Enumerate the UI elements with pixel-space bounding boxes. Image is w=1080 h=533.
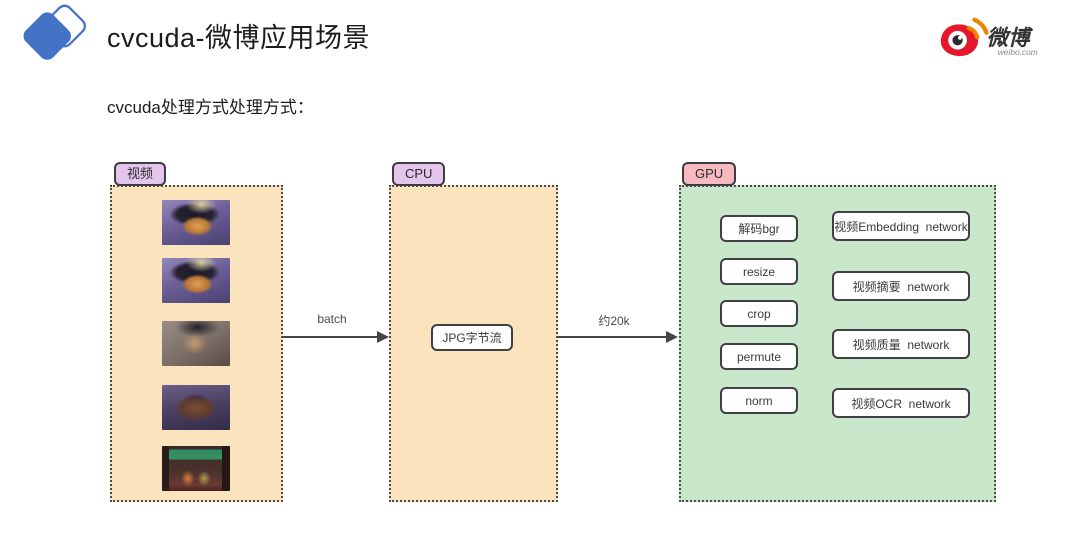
gpu-network-quality: 视频质量 network [832,329,970,359]
weibo-logo: 微博 weibo.com [940,17,1038,57]
gpu-op-permute: permute [720,343,798,370]
video-frame-thumbnail-5 [162,446,230,491]
gpu-network-summary: 视频摘要 network [832,271,970,301]
cpu-group-label: CPU [392,162,446,186]
arrow-shaft [558,336,669,338]
arrow-cpu-to-gpu [558,331,678,343]
double-diamond-logo-icon [23,4,86,60]
arrow-head-icon [377,331,389,343]
arrow-shaft [283,336,380,338]
gpu-op-norm: norm [720,387,798,414]
arrow-video-to-cpu [283,331,389,343]
weibo-brand-text: 微博 [987,26,1033,50]
arrow-label-20k: 约20k [598,314,630,328]
video-frame-thumbnail-4 [162,385,230,430]
weibo-domain-text: weibo.com [998,47,1038,57]
video-frame-thumbnail-3 [162,321,230,366]
video-group-label: 视频 [114,162,167,186]
gpu-op-resize: resize [720,258,798,285]
gpu-op-decode-bgr: 解码bgr [720,215,798,242]
subtitle: cvcuda处理方式处理方式： [107,98,314,117]
arrow-head-icon [666,331,678,343]
video-frame-thumbnail-2 [162,258,230,303]
weibo-eye-icon [940,17,989,57]
gpu-network-embedding: 视频Embedding network [832,211,970,241]
video-frame-thumbnail-1 [162,200,230,245]
gpu-op-crop: crop [720,300,798,327]
arrow-label-batch: batch [317,312,347,326]
page-title: cvcuda-微博应用场景 [107,23,371,53]
jpg-bytestream-node: JPG字节流 [431,324,513,351]
gpu-group-label: GPU [682,162,737,186]
gpu-network-ocr: 视频OCR network [832,388,970,418]
